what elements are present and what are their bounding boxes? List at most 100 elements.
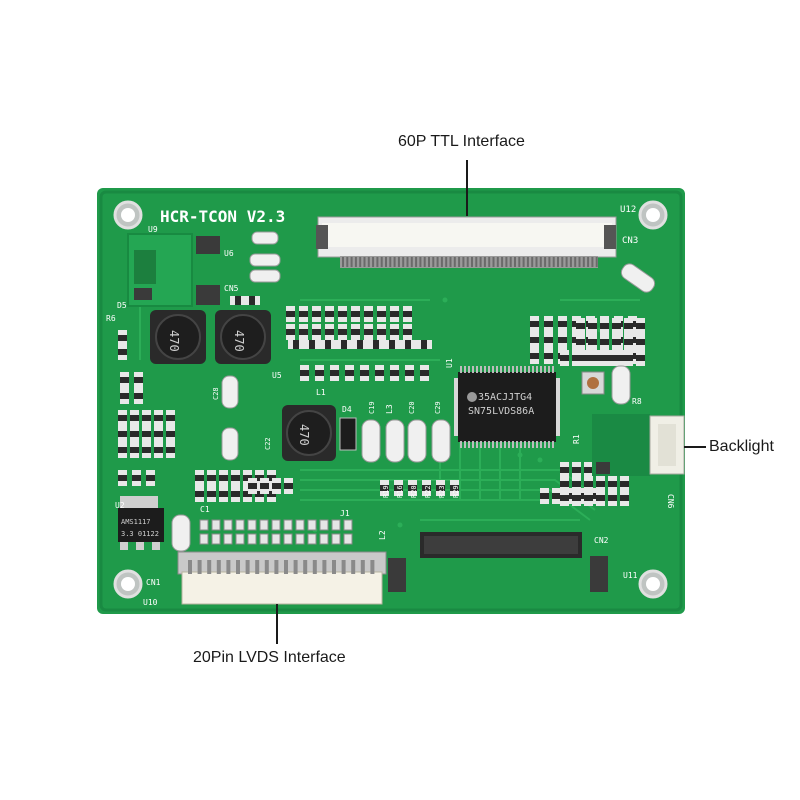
smd-pad — [312, 306, 321, 311]
smd-body — [219, 475, 228, 481]
smd-body — [243, 491, 252, 497]
smd-pad — [596, 350, 605, 355]
smd-pad — [360, 365, 369, 370]
smd-pad — [345, 376, 354, 381]
header-pad — [319, 533, 329, 545]
smd-pad — [584, 487, 593, 492]
smd-pad — [636, 350, 645, 355]
smd-body — [325, 340, 331, 349]
smd-pad — [364, 335, 373, 340]
chip-pin — [528, 366, 530, 373]
smd-pad — [360, 376, 369, 381]
ttl-pin — [385, 257, 387, 267]
smd-body — [207, 475, 216, 481]
smd-pad — [572, 361, 581, 366]
lvds-pin — [236, 560, 240, 574]
smd-pad — [195, 481, 204, 486]
ttl-pin — [471, 257, 473, 267]
smd-pad — [560, 501, 569, 506]
smd-pad — [375, 376, 384, 381]
smd-body — [312, 311, 321, 317]
smd-pad — [231, 497, 240, 502]
smd-body — [309, 340, 315, 349]
smd-body — [636, 339, 645, 345]
ttl-pin — [582, 257, 585, 267]
silk-u9: U9 — [148, 225, 158, 234]
silk-l3: L3 — [385, 404, 394, 414]
header-pad — [259, 533, 269, 545]
smd-pad — [394, 491, 403, 496]
smd-body — [552, 493, 561, 499]
smd-pad — [244, 296, 249, 305]
smd-pad — [572, 501, 581, 506]
smd-pad — [288, 340, 293, 349]
smd-pad — [636, 334, 645, 339]
chip-pin — [504, 441, 506, 448]
smd-pad — [195, 497, 204, 502]
smd-pad — [377, 335, 386, 340]
chip-pin — [480, 441, 482, 448]
silk-r8: R8 — [632, 397, 642, 406]
smd-pad — [420, 365, 429, 370]
header-pad — [331, 519, 341, 531]
ttl-pin — [535, 257, 538, 267]
silk-c1: C1 — [200, 505, 210, 514]
smd-body — [118, 335, 127, 341]
smd-pad — [390, 365, 399, 370]
chip-pin — [532, 366, 534, 373]
silk-c22: C22 — [264, 437, 272, 450]
backlight-connector-cn6 — [592, 414, 685, 476]
smd-pad — [612, 345, 621, 350]
ttl-interface-label: 60P TTL Interface — [398, 133, 525, 150]
smd-pad — [403, 324, 412, 329]
chip-pin — [544, 366, 546, 373]
smd-pad — [286, 324, 295, 329]
chip-pin — [548, 366, 550, 373]
ttl-pin — [539, 257, 542, 267]
smd-pad — [132, 481, 141, 486]
smd-pad — [120, 399, 129, 404]
smd-pad — [299, 324, 308, 329]
smd-body — [357, 340, 363, 349]
connector-cn2 — [388, 532, 608, 592]
header-pad — [223, 519, 233, 531]
smd-pad — [368, 340, 373, 349]
smd-body — [299, 311, 308, 317]
smd-pad — [558, 316, 567, 321]
ttl-pin — [466, 257, 469, 267]
smd-body — [166, 431, 175, 437]
smd-pad — [299, 335, 308, 340]
ttl-pin — [595, 257, 598, 267]
lvds-chip-marking-2: SN75LVDS86A — [468, 406, 534, 417]
ttl-pin — [342, 257, 344, 267]
header-pad — [199, 533, 209, 545]
smd-pad — [422, 491, 431, 496]
ttl-pin — [410, 257, 413, 267]
backlight-callout-line — [684, 446, 706, 448]
smd-pad — [608, 487, 617, 492]
smd-pad — [576, 318, 585, 323]
ttl-pin — [565, 257, 568, 267]
smd-body — [351, 311, 360, 317]
silk-c19: C19 — [368, 401, 376, 414]
silk-u10: U10 — [143, 598, 158, 607]
header-pad — [235, 533, 245, 545]
chip-pin — [536, 366, 538, 373]
silk-u6: U6 — [224, 249, 234, 258]
smd-body — [408, 485, 417, 491]
smd-pad — [120, 372, 129, 377]
smd-body — [255, 475, 264, 481]
ttl-pin — [557, 257, 559, 267]
smd-body — [403, 311, 412, 317]
smd-pad — [384, 340, 389, 349]
header-pad — [211, 519, 221, 531]
smd-pad — [624, 334, 633, 339]
ttl-pin — [432, 257, 435, 267]
smd-body — [403, 329, 412, 335]
smd-body — [584, 467, 593, 473]
chip-pin — [540, 366, 542, 373]
smd-pad — [612, 318, 621, 323]
smd-pad — [304, 340, 309, 349]
smd-pad — [572, 490, 581, 495]
